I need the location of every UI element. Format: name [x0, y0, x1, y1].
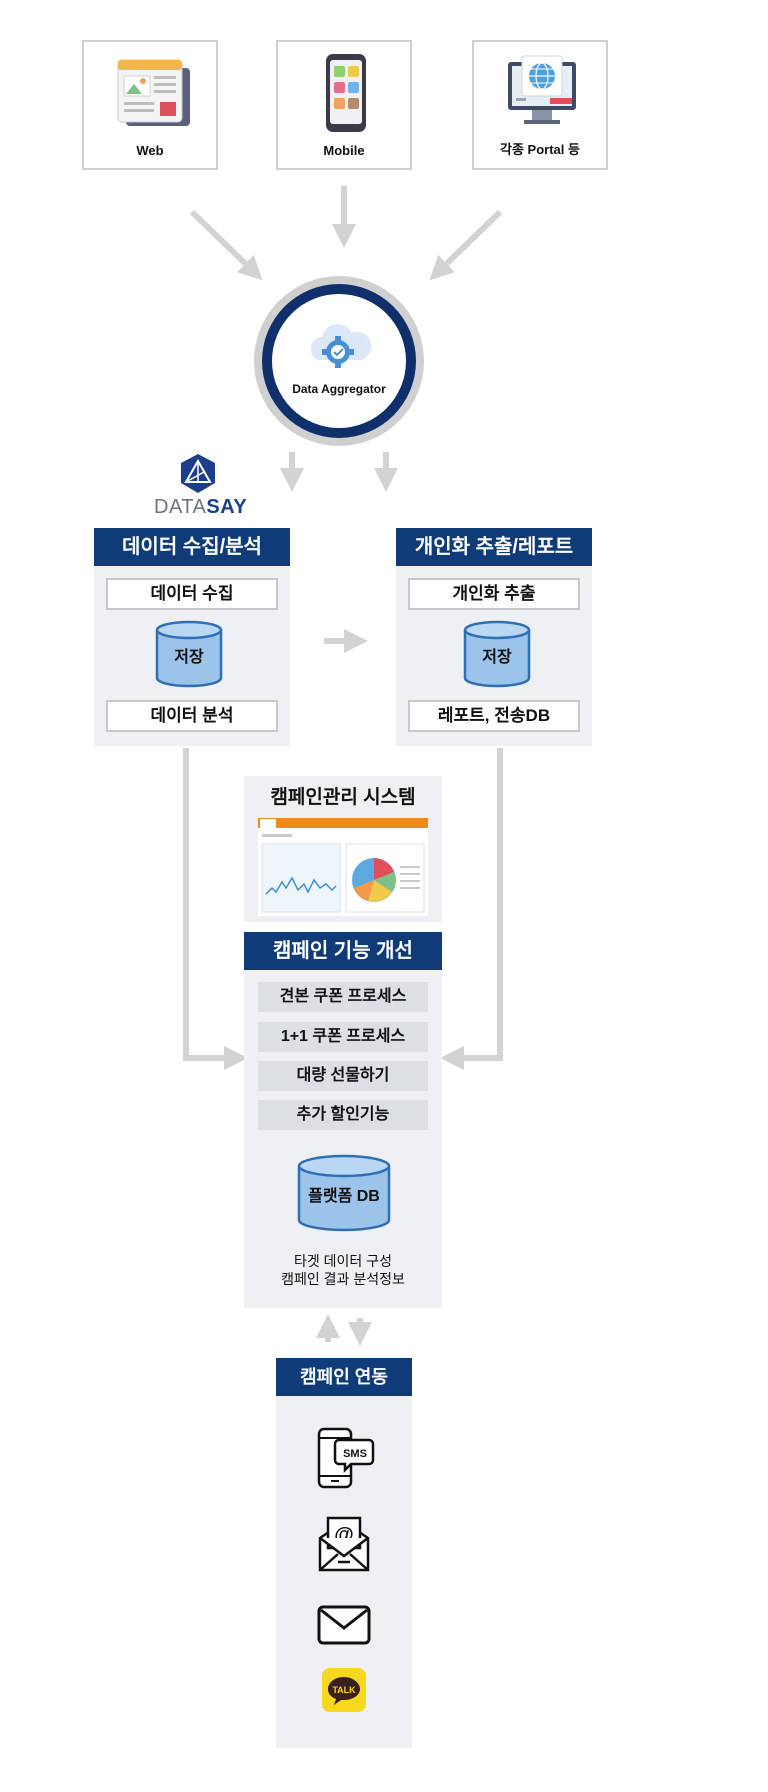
link-panel: 캠페인 연동 SMS @ TALK	[276, 1358, 412, 1748]
envelope-icon	[317, 1605, 371, 1645]
improve-item-extra-discount: 추가 할인기능	[258, 1100, 428, 1130]
improve-item-bulk-gift: 대량 선물하기	[258, 1061, 428, 1091]
collect-store-label: 저장	[174, 648, 204, 666]
personal-panel-title: 개인화 추출/레포트	[396, 528, 592, 566]
brand-suffix: SAY	[206, 496, 248, 518]
link-panel-title: 캠페인 연동	[276, 1358, 412, 1396]
aggregator-ring: Data Aggregator	[254, 276, 424, 446]
sms-phone-icon: SMS	[317, 1427, 375, 1489]
report-label: 레포트, 전송DB	[408, 700, 580, 732]
improve-item-1plus1-coupon: 1+1 쿠폰 프로세스	[258, 1022, 428, 1052]
improve-panel: 캠페인 기능 개선 견본 쿠폰 프로세스 1+1 쿠폰 프로세스 대량 선물하기…	[244, 932, 442, 1308]
collect-label: 데이터 수집	[106, 578, 278, 610]
source-portal: 각종 Portal 등	[472, 40, 608, 170]
dashboard-screenshot	[258, 818, 428, 916]
source-portal-label: 각종 Portal 등	[500, 142, 580, 157]
platform-db-label: 플랫폼 DB	[308, 1187, 380, 1205]
campaign-system-title: 캠페인관리 시스템	[270, 787, 416, 808]
improve-item-sample-coupon: 견본 쿠폰 프로세스	[258, 982, 428, 1012]
aggregator-label: Data Aggregator	[292, 382, 386, 396]
cloud-gear-icon	[310, 324, 372, 368]
email-at-icon: @	[318, 1516, 370, 1572]
collect-panel-title: 데이터 수집/분석	[94, 528, 290, 566]
improve-panel-title: 캠페인 기능 개선	[244, 932, 442, 970]
improve-desc: 타겟 데이터 구성 캠페인 결과 분석정보	[244, 1252, 442, 1288]
campaign-system-panel: 캠페인관리 시스템	[244, 776, 442, 922]
improve-desc-line2: 캠페인 결과 분석정보	[281, 1271, 405, 1287]
personal-panel: 개인화 추출/레포트 개인화 추출 저장 레포트, 전송DB	[396, 528, 592, 746]
datasay-wordmark: DATASAY	[154, 496, 247, 519]
personal-store-label: 저장	[482, 648, 512, 666]
kakao-talk-icon: TALK	[322, 1668, 366, 1712]
portal-monitor-icon	[508, 55, 576, 124]
source-web-label: Web	[136, 143, 164, 158]
platform-db-cylinder-icon: 플랫폼 DB	[297, 1154, 391, 1232]
collect-panel: 데이터 수집/분석 데이터 수집 저장 데이터 분석	[94, 528, 290, 746]
storage-cylinder-icon: 저장	[155, 620, 223, 688]
web-page-icon	[117, 59, 190, 126]
analysis-label: 데이터 분석	[106, 700, 278, 732]
source-mobile: Mobile	[276, 40, 412, 170]
brand-prefix: DATA	[154, 496, 207, 518]
storage-cylinder-icon: 저장	[463, 620, 531, 688]
talk-text: TALK	[332, 1685, 356, 1695]
source-mobile-label: Mobile	[323, 143, 365, 158]
improve-desc-line1: 타겟 데이터 구성	[294, 1253, 392, 1269]
source-web: Web	[82, 40, 218, 170]
personalize-label: 개인화 추출	[408, 578, 580, 610]
sms-text: SMS	[343, 1448, 367, 1460]
smartphone-icon	[326, 54, 366, 132]
datasay-logo-icon	[181, 454, 215, 493]
